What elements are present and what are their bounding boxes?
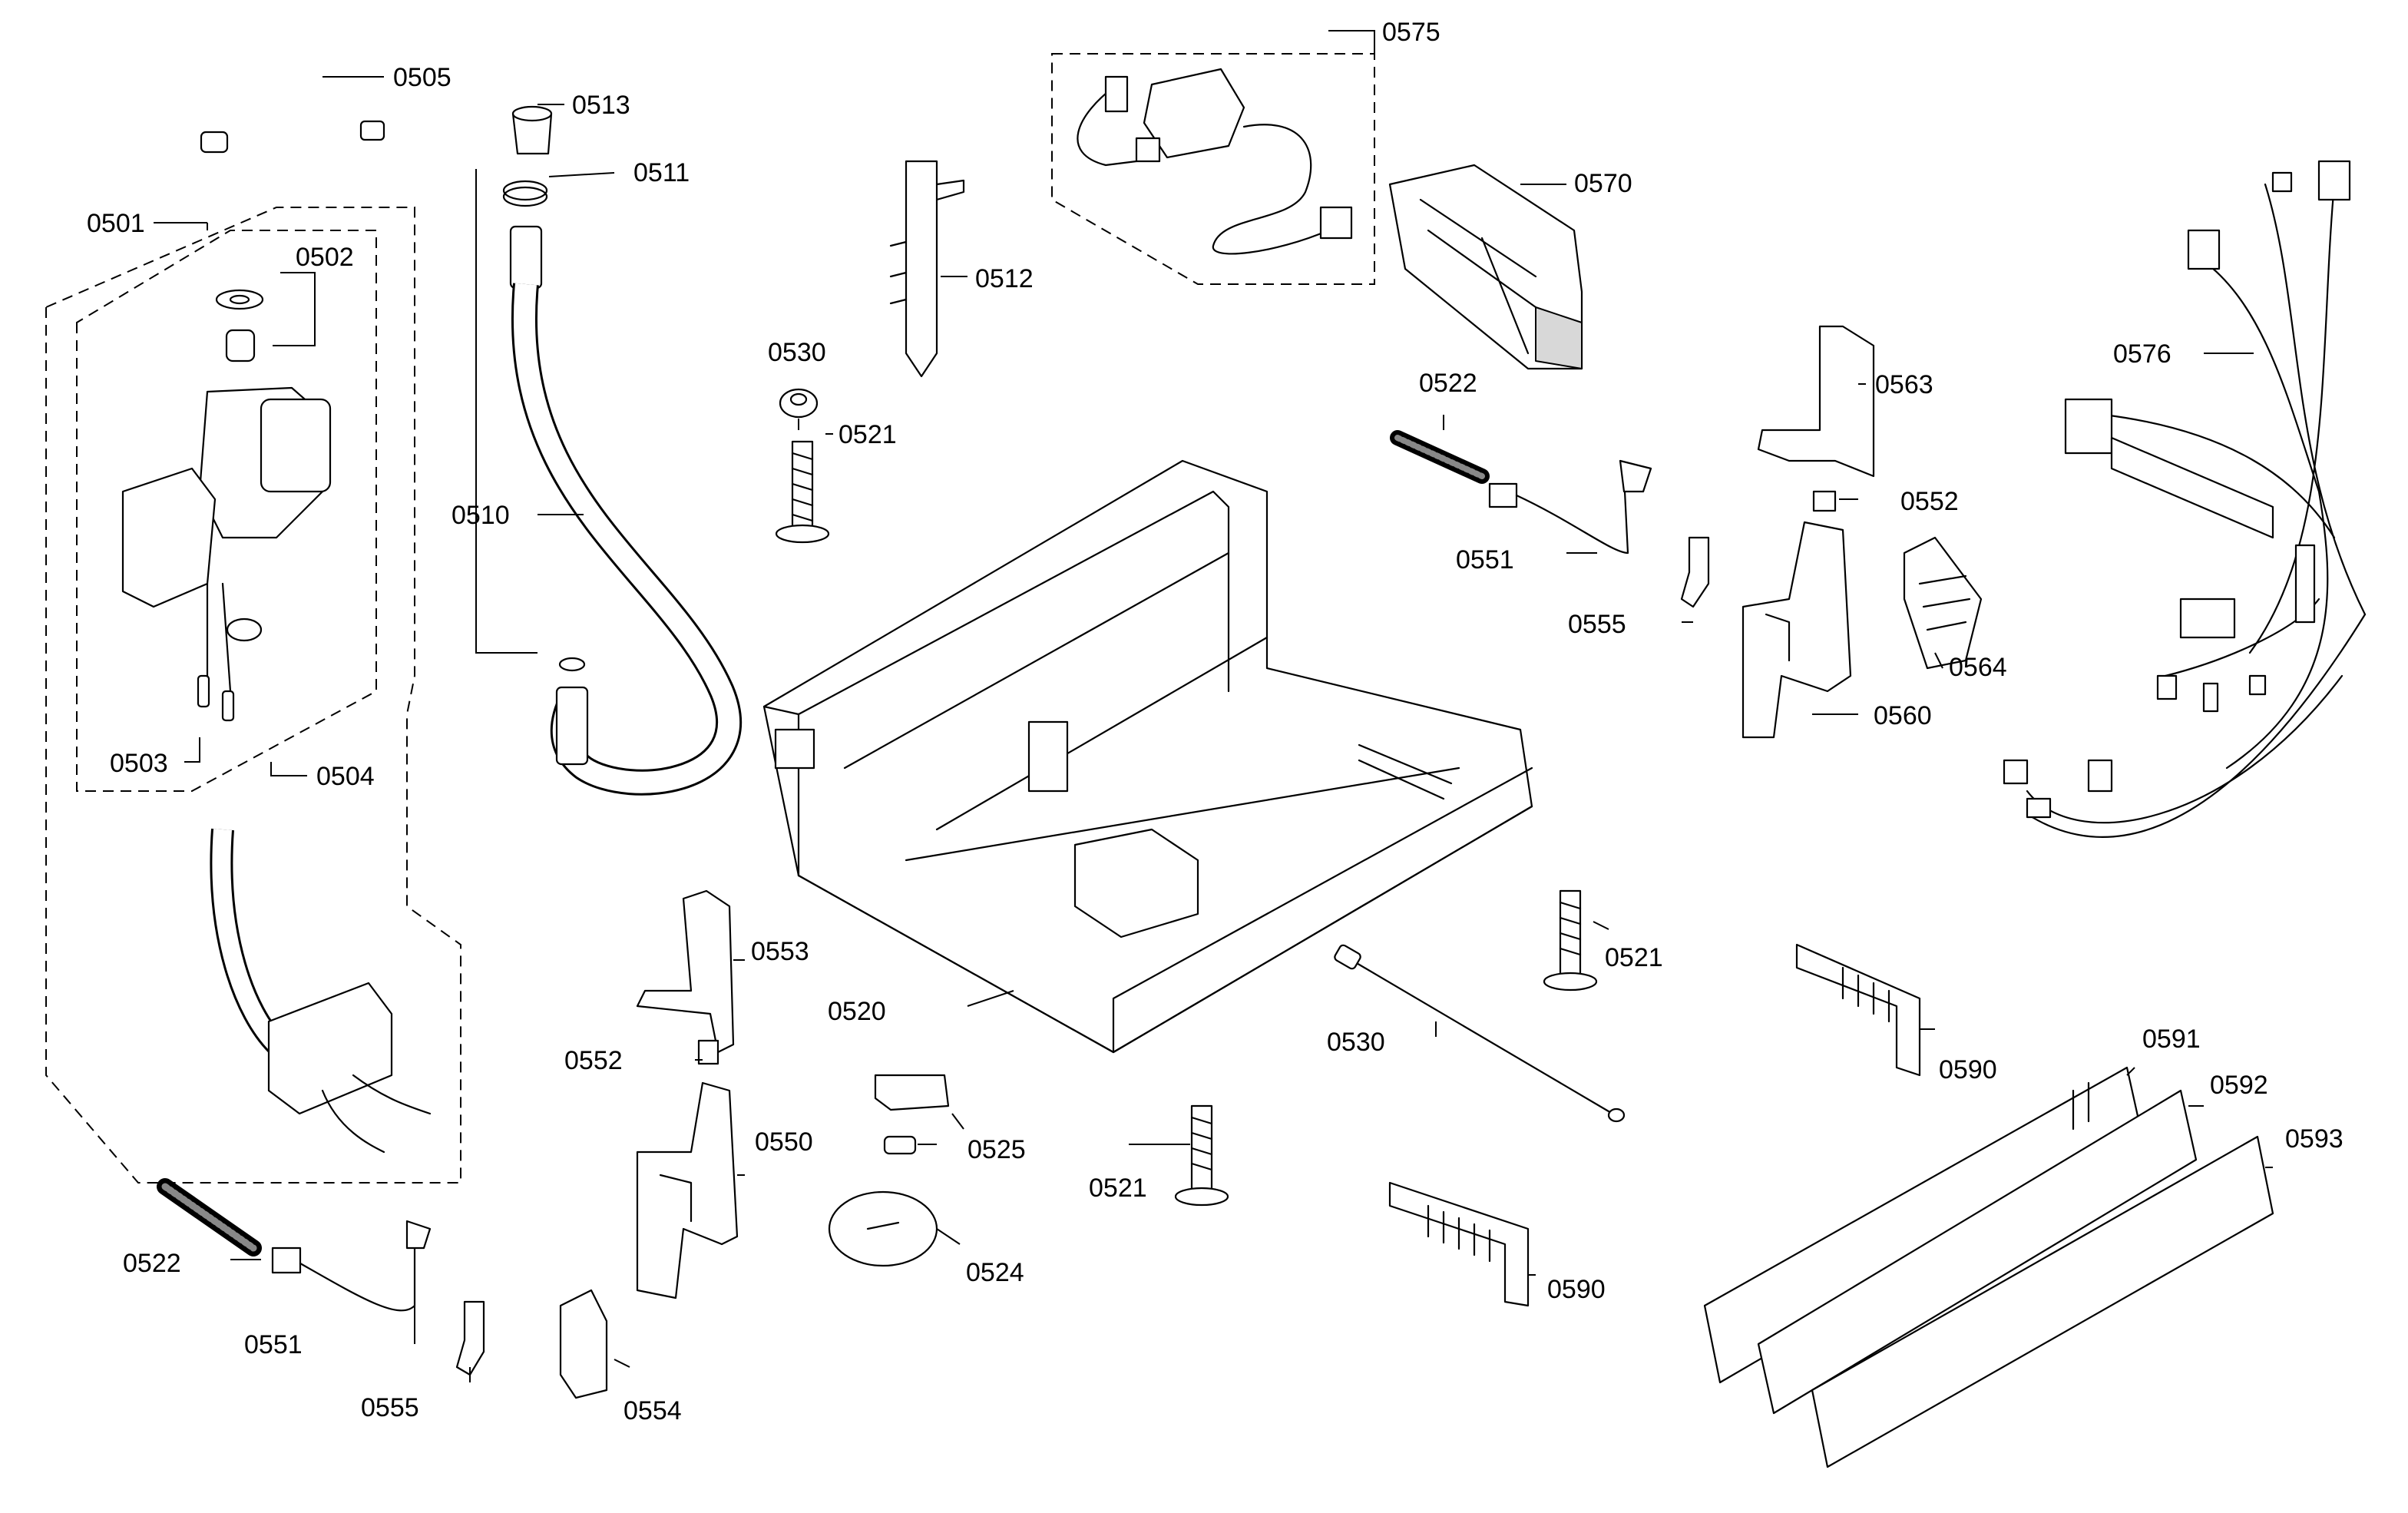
part-0505-inlet-hose — [200, 107, 385, 154]
part-0552-clip-left — [697, 1039, 719, 1065]
part-0593-toe-kick — [1811, 1135, 2274, 1468]
callout-0551-right: 0551 — [1456, 545, 1514, 574]
callout-0550: 0550 — [755, 1127, 813, 1157]
part-0551-sensor-right — [1488, 459, 1652, 555]
callout-0521-top: 0521 — [838, 420, 897, 449]
callout-0522-left: 0522 — [123, 1249, 181, 1278]
callout-0570: 0570 — [1574, 169, 1632, 198]
callout-0590-upper: 0590 — [1939, 1055, 1997, 1084]
part-0510-drain-hose — [509, 225, 742, 796]
callout-0525: 0525 — [968, 1135, 1026, 1164]
callout-0575: 0575 — [1382, 18, 1440, 47]
part-0512-bracket — [889, 160, 965, 378]
part-0554-clip — [559, 1289, 608, 1399]
callout-0555-left: 0555 — [361, 1393, 419, 1422]
part-0575-pump-cable — [1077, 68, 1353, 255]
callout-0553: 0553 — [751, 937, 809, 966]
callout-0504: 0504 — [316, 762, 375, 791]
part-0564-terminal-block — [1903, 536, 1983, 670]
part-0513-cap — [511, 105, 553, 155]
callout-0551-left: 0551 — [244, 1330, 303, 1359]
part-0501-aquastop-hose — [210, 828, 432, 1154]
part-0502-inlet-valve — [121, 289, 332, 722]
callout-0552-right: 0552 — [1900, 487, 1959, 516]
callout-0590-lower: 0590 — [1547, 1275, 1606, 1304]
part-0551-sensor-left — [271, 1220, 432, 1312]
part-0590-grille-upper — [1795, 943, 1921, 1077]
callout-0521-mid: 0521 — [1605, 943, 1663, 972]
callout-0564: 0564 — [1949, 653, 2007, 682]
callout-0521-low: 0521 — [1089, 1174, 1147, 1203]
callout-0524: 0524 — [966, 1258, 1024, 1287]
part-0530-nut — [779, 388, 819, 419]
callout-0560: 0560 — [1874, 701, 1932, 730]
part-0520-base — [762, 459, 1533, 1054]
callout-0555-right: 0555 — [1568, 610, 1626, 639]
part-0576-wire-harness — [2003, 160, 2367, 838]
group-outline-0575 — [1051, 53, 1375, 285]
part-0524-float-disc — [828, 1190, 938, 1267]
part-0592-toe-kick — [1757, 1089, 2198, 1415]
part-0521-foot-screw-low — [1174, 1104, 1229, 1207]
part-0525-float-switch — [874, 1074, 950, 1155]
part-0555-clip-left — [455, 1300, 485, 1376]
part-0590-grille-lower — [1388, 1181, 1530, 1307]
callout-0576: 0576 — [2113, 339, 2172, 369]
callout-0530-mid: 0530 — [1327, 1028, 1385, 1057]
part-0522-spring-right — [1390, 430, 1490, 484]
callout-0505: 0505 — [393, 63, 452, 92]
group-outline-0502 — [76, 230, 377, 792]
part-0521-foot-screw-mid — [1543, 889, 1598, 992]
callout-0512: 0512 — [975, 264, 1034, 293]
group-outline-0501 — [45, 207, 461, 1184]
callout-0513: 0513 — [572, 91, 630, 120]
part-0522-spring-left — [157, 1178, 262, 1256]
part-0570-control-module — [1388, 164, 1583, 370]
part-0553-bracket — [636, 889, 735, 1054]
callout-0510: 0510 — [452, 501, 510, 530]
part-0563-bracket — [1757, 325, 1875, 478]
callout-0552-left: 0552 — [564, 1046, 623, 1075]
callout-0530-top: 0530 — [768, 338, 826, 367]
part-0552-clip-right — [1812, 490, 1837, 512]
callout-0563: 0563 — [1875, 370, 1933, 399]
callout-0554: 0554 — [624, 1396, 682, 1425]
part-0511-clamp — [502, 180, 548, 207]
callout-0511: 0511 — [633, 158, 690, 187]
part-0560-bracket — [1742, 521, 1852, 739]
callout-0592: 0592 — [2210, 1071, 2268, 1100]
leader-lines — [154, 30, 2273, 1382]
callout-0520: 0520 — [828, 997, 886, 1026]
part-0530-rod — [1334, 944, 1626, 1123]
callout-0502: 0502 — [296, 243, 354, 272]
part-0555-clip-right — [1680, 536, 1710, 608]
callout-0591: 0591 — [2142, 1025, 2201, 1054]
callout-0503: 0503 — [110, 749, 168, 778]
callout-0501: 0501 — [87, 209, 145, 238]
callout-0522-right: 0522 — [1419, 369, 1477, 398]
callout-0593: 0593 — [2285, 1124, 2344, 1154]
part-0550-bracket — [636, 1081, 739, 1299]
part-0521-foot-screw-top — [775, 440, 830, 544]
